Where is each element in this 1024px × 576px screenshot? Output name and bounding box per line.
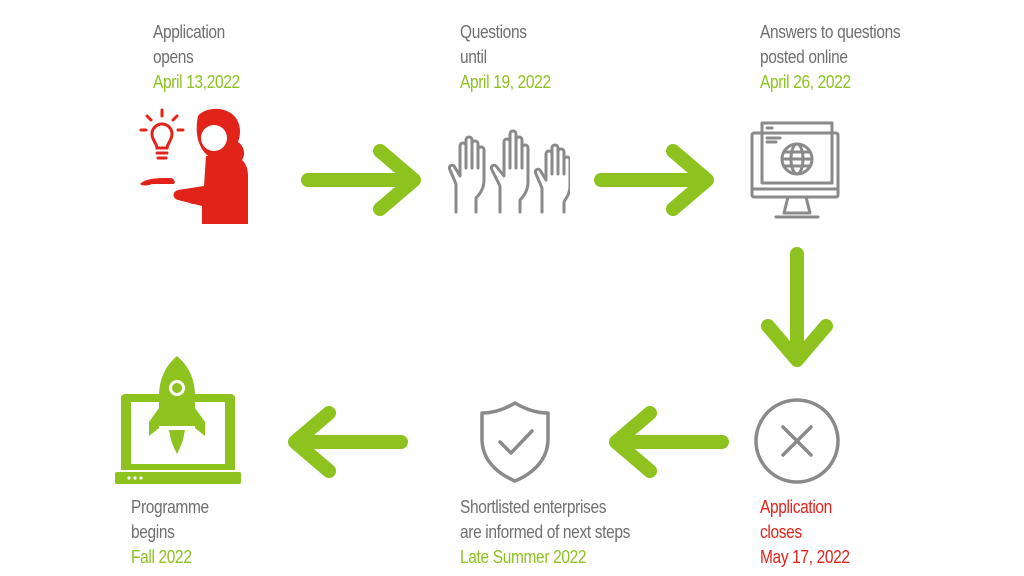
arrow-left-icon <box>609 406 729 478</box>
person-lightbulb-icon <box>139 108 248 224</box>
arrow-down-icon <box>761 247 833 367</box>
close-circle-icon <box>754 398 840 484</box>
step-date: Late Summer 2022 <box>460 547 587 567</box>
shield-check-icon <box>480 401 550 483</box>
step-title-line1: Questions <box>460 22 527 42</box>
arrow-left-icon <box>288 406 408 478</box>
step-application-closes: Application closes May 17, 2022 <box>760 495 850 570</box>
computer-globe-icon <box>750 121 840 219</box>
step-title-line2: opens <box>153 47 194 67</box>
step-application-opens: Application opens April 13,2022 <box>153 20 240 95</box>
step-title-line1: Answers to questions <box>760 22 901 42</box>
step-questions-until: Questions until April 19, 2022 <box>460 20 551 95</box>
step-title-line2: until <box>460 47 487 67</box>
step-title-line1: Shortlisted enterprises <box>460 497 607 517</box>
step-date: Fall 2022 <box>131 547 192 567</box>
step-date: April 26, 2022 <box>760 72 851 92</box>
step-shortlisted-informed: Shortlisted enterprises are informed of … <box>460 495 630 570</box>
step-title-line1: Application <box>760 497 832 517</box>
step-title-line2: closes <box>760 522 802 542</box>
step-answers-posted: Answers to questions posted online April… <box>760 20 901 95</box>
step-title-line1: Programme <box>131 497 209 517</box>
step-title-line1: Application <box>153 22 225 42</box>
step-date: April 19, 2022 <box>460 72 551 92</box>
laptop-rocket-icon <box>115 356 241 484</box>
step-title-line2: begins <box>131 522 175 542</box>
step-date: April 13,2022 <box>153 72 240 92</box>
step-programme-begins: Programme begins Fall 2022 <box>131 495 209 570</box>
arrow-right-icon <box>594 144 714 216</box>
step-date: May 17, 2022 <box>760 547 850 567</box>
raised-hands-icon <box>448 129 570 214</box>
step-title-line2: posted online <box>760 47 848 67</box>
arrow-right-icon <box>301 144 421 216</box>
step-title-line2: are informed of next steps <box>460 522 631 542</box>
